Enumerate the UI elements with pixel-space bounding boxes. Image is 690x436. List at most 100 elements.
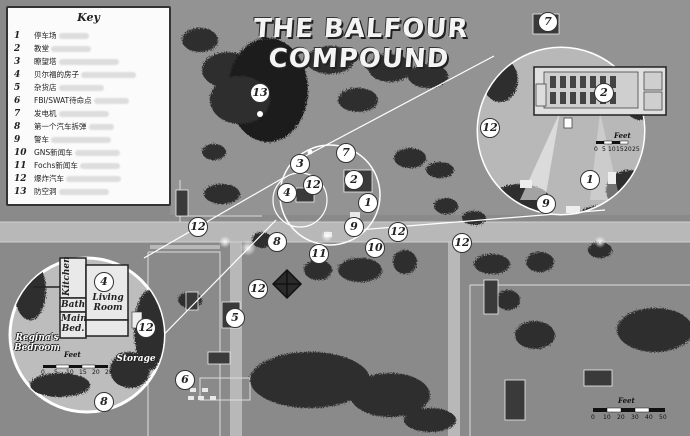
- key-entry-number: 10: [14, 148, 27, 158]
- house-scale-tick: 10: [66, 369, 74, 376]
- marker-generator-inset[interactable]: 7: [538, 12, 558, 32]
- key-entry-number: 5: [14, 83, 21, 93]
- room-label-bath: Bath: [61, 300, 86, 310]
- marker-police-car[interactable]: 9: [344, 217, 364, 237]
- key-entry-label: 第一个汽车拆弹: [34, 122, 87, 131]
- church-scale-title: Feet: [614, 131, 631, 140]
- key-entry-label: Fochs新闻车: [34, 161, 78, 170]
- key-entry-number: 9: [14, 135, 21, 145]
- room-label-main-bed: Main Bed.: [61, 314, 87, 334]
- marker-parking-inset[interactable]: 1: [580, 170, 600, 190]
- key-entry-number: 7: [14, 109, 21, 119]
- key-entry: 9 警车: [14, 134, 111, 146]
- key-entry: 7 发电机: [14, 108, 109, 120]
- marker-exploding-car[interactable]: 12: [388, 222, 408, 242]
- key-entry-number: 4: [14, 70, 21, 80]
- marker-balfour-house-inset[interactable]: 4: [94, 272, 114, 292]
- house-inset: [8, 256, 166, 414]
- room-label-kitchen: Kitchen: [62, 256, 72, 296]
- church-scale-tick: 20: [624, 146, 632, 153]
- marker-fbi-swat-staging[interactable]: 6: [175, 370, 195, 390]
- key-entry-number: 2: [14, 44, 21, 54]
- key-entry: 11 Fochs新闻车: [14, 160, 120, 172]
- light-glows: [219, 230, 606, 256]
- marker-exploding-car[interactable]: 12: [188, 217, 208, 237]
- key-entry: 2 教堂: [14, 43, 91, 55]
- room-label-storage: Storage: [116, 354, 156, 364]
- key-entry: 3 瞭望塔: [14, 56, 119, 68]
- map-scale-bar: [593, 407, 665, 413]
- key-entry-label: GNS新闻车: [34, 148, 73, 157]
- marker-bunker[interactable]: 13: [250, 83, 270, 103]
- marker-general-store[interactable]: 5: [225, 308, 245, 328]
- key-entry-label: 杂货店: [34, 83, 57, 92]
- key-entry-label: FBI/SWAT待命点: [34, 96, 92, 105]
- map-scale-tick: 0: [591, 414, 595, 421]
- marker-first-car-bomb-inset[interactable]: 8: [94, 392, 114, 412]
- key-entry-label: 贝尔福的房子: [34, 70, 79, 79]
- marker-watchtower[interactable]: 3: [290, 154, 310, 174]
- marker-fochs-news-van[interactable]: 11: [309, 244, 329, 264]
- marker-first-car-bomb[interactable]: 8: [267, 232, 287, 252]
- marker-exploding-car-inset[interactable]: 12: [480, 118, 500, 138]
- marker-church[interactable]: 2: [344, 170, 364, 190]
- house-scale-tick: 25: [105, 369, 113, 376]
- map-scale-tick: 20: [617, 414, 625, 421]
- key-entry-label: 瞭望塔: [34, 57, 57, 66]
- key-entry-label: 停车场: [34, 31, 57, 40]
- key-entry: 13 防空洞: [14, 186, 109, 198]
- house-scale-tick: 15: [79, 369, 87, 376]
- key-entry: 12 爆炸汽车: [14, 173, 121, 185]
- house-scale-tick: 5: [54, 369, 58, 376]
- key-entry-number: 6: [14, 96, 21, 106]
- map-scale-tick: 10: [603, 414, 611, 421]
- key-entry-label: 爆炸汽车: [34, 174, 64, 183]
- house-scale-bar: [43, 364, 108, 369]
- map-scale-tick: 40: [645, 414, 653, 421]
- key-entry-label: 发电机: [34, 109, 57, 118]
- key-entry: 4 贝尔福的房子: [14, 69, 136, 81]
- church-scale-tick: 0: [594, 146, 598, 153]
- key-entry: 10 GNS新闻车: [14, 147, 120, 159]
- marker-generator[interactable]: 7: [336, 143, 356, 163]
- watchtower: [271, 268, 303, 300]
- marker-gns-news-van[interactable]: 10: [365, 238, 385, 258]
- house-scale-tick: 0: [41, 369, 45, 376]
- map-scale-tick: 30: [631, 414, 639, 421]
- church-scale-tick: 15: [616, 146, 624, 153]
- key-entry-number: 12: [14, 174, 27, 184]
- room-label-living-room: Living Room: [92, 293, 124, 313]
- church-scale-bar: [596, 140, 629, 145]
- key-heading: Key: [77, 11, 100, 24]
- room-label-reginas-bedroom: Regina's Bedroom: [14, 333, 60, 353]
- marker-church-inset[interactable]: 2: [594, 83, 614, 103]
- marker-police-car-inset[interactable]: 9: [536, 194, 556, 214]
- map-scale-title: Feet: [618, 396, 635, 405]
- key-entry: 1 停车场: [14, 30, 89, 42]
- key-entry-number: 11: [14, 161, 27, 171]
- key-entry-number: 1: [14, 31, 21, 41]
- map-key: Key 1 停车场 2 教堂 3 瞭望塔 4 贝尔福的房子 5 杂货店 6 FBI/SWAT…: [6, 6, 171, 206]
- key-entry-number: 8: [14, 122, 21, 132]
- marker-exploding-car[interactable]: 12: [452, 233, 472, 253]
- marker-exploding-car-house-inset[interactable]: 12: [136, 318, 156, 338]
- marker-balfour-house[interactable]: 4: [277, 183, 297, 203]
- key-entry-label: 防空洞: [34, 187, 57, 196]
- key-entry-label: 警车: [34, 135, 49, 144]
- key-entry: 5 杂货店: [14, 82, 104, 94]
- marker-exploding-car[interactable]: 12: [303, 175, 323, 195]
- house-scale-title: Feet: [64, 350, 81, 359]
- house-scale-tick: 20: [92, 369, 100, 376]
- key-entry-label: 教堂: [34, 44, 49, 53]
- marker-parking[interactable]: 1: [358, 193, 378, 213]
- marker-exploding-car[interactable]: 12: [248, 279, 268, 299]
- map-scale-tick: 50: [659, 414, 667, 421]
- key-entry-number: 3: [14, 57, 21, 67]
- church-scale-tick: 5: [602, 146, 606, 153]
- key-entry-number: 13: [14, 187, 27, 197]
- map-title: THE BALFOUR COMPOUND: [252, 14, 470, 74]
- church-scale-tick: 25: [632, 146, 640, 153]
- church-scale-tick: 10: [608, 146, 616, 153]
- key-entry: 6 FBI/SWAT待命点: [14, 95, 129, 107]
